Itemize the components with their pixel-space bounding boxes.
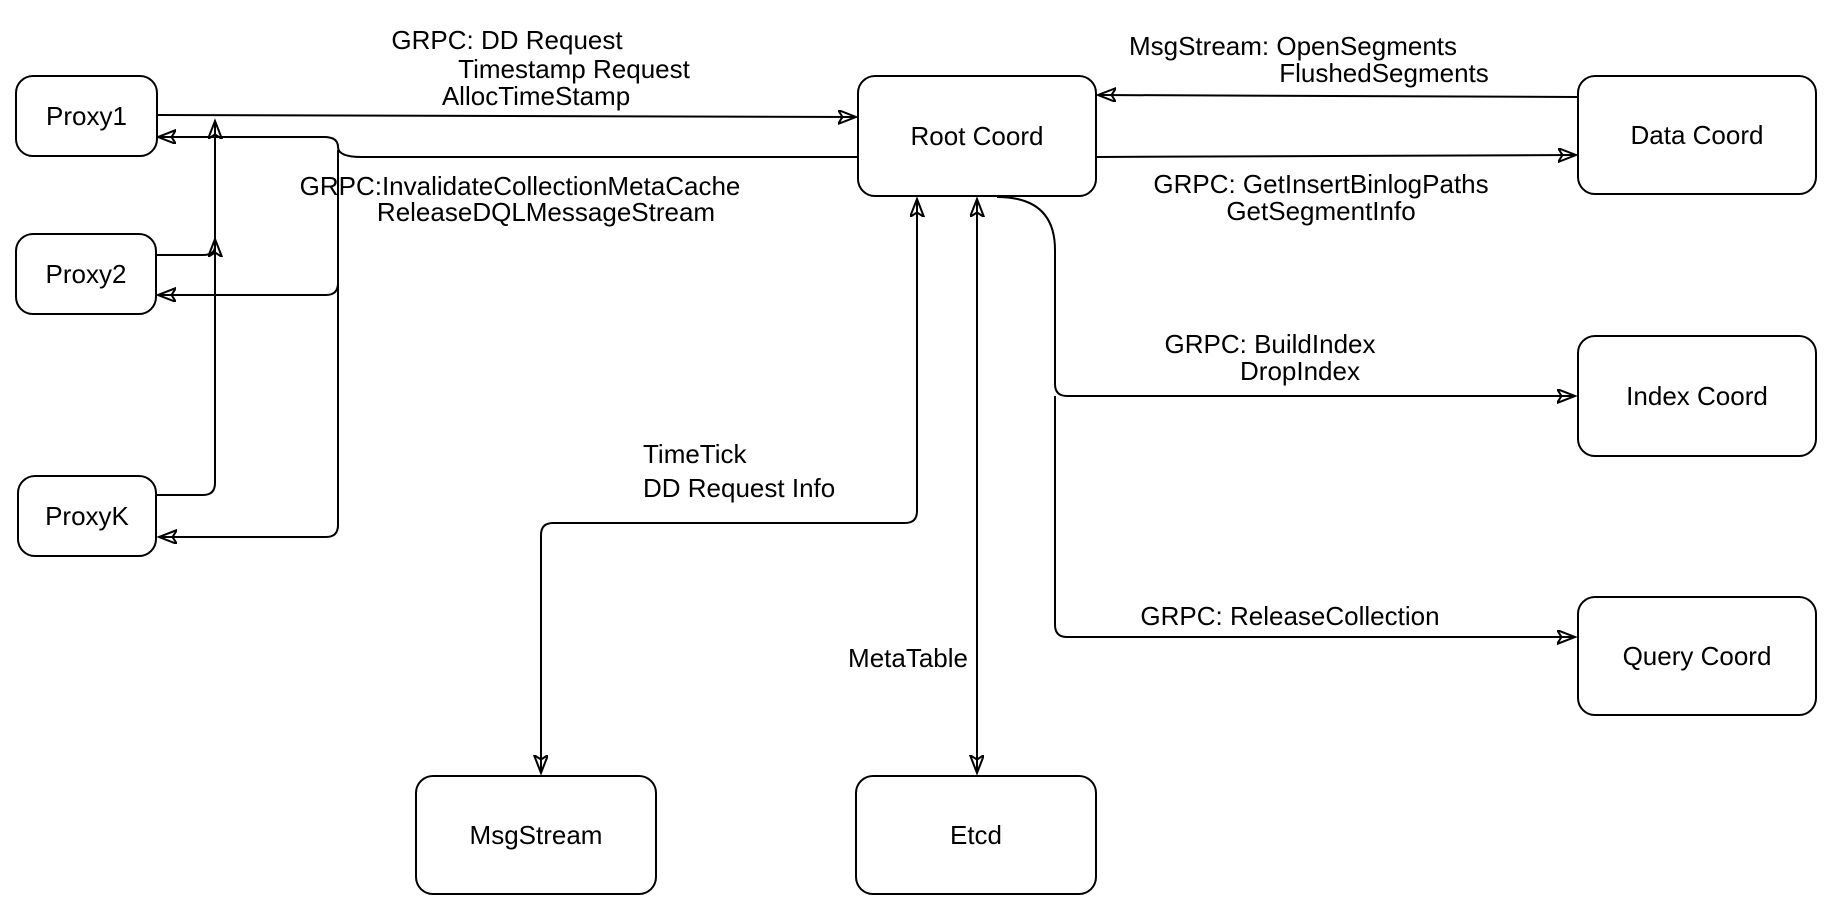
proxy-to-root-label-line-3: AllocTimeStamp — [441, 81, 631, 111]
node-query-coord: Query Coord — [1577, 596, 1817, 716]
root-to-querycoord-label-line-1: GRPC: ReleaseCollection — [1140, 601, 1440, 631]
edge-root-coord-to-proxy2 — [159, 282, 339, 295]
node-label: ProxyK — [45, 500, 129, 531]
node-etcd: Etcd — [855, 775, 1097, 895]
node-proxy2: Proxy2 — [15, 233, 157, 315]
edge-root-coord-to-msgstream — [541, 200, 917, 772]
edge-proxy2-merge-rail — [157, 240, 215, 255]
root-to-datacoord-label-line-2: GetSegmentInfo — [1226, 196, 1416, 226]
node-label: MsgStream — [469, 819, 603, 850]
edge-root-coord-to-index-coord — [996, 196, 1574, 396]
root-to-msgstream-label-line-1: TimeTick — [643, 439, 747, 469]
datacoord-to-root-label-line-1: MsgStream: OpenSegments — [1128, 31, 1458, 61]
root-to-indexcoord-label-line-2: DropIndex — [1240, 356, 1360, 386]
root-to-proxies-label-line-1: GRPC:InvalidateCollectionMetaCache — [299, 171, 741, 201]
node-label: Data Coord — [1630, 119, 1764, 150]
node-label: Etcd — [949, 819, 1003, 850]
node-data-coord: Data Coord — [1577, 75, 1817, 195]
edge-root-coord-to-proxyk — [160, 150, 339, 537]
root-to-datacoord-label-line-1: GRPC: GetInsertBinlogPaths — [1153, 169, 1489, 199]
root-to-proxies-label-line-2: ReleaseDQLMessageStream — [376, 197, 716, 227]
node-proxy1: Proxy1 — [15, 75, 158, 157]
node-label: Proxy1 — [46, 100, 127, 131]
edge-root-coord-to-query-coord — [1054, 396, 1574, 637]
root-to-indexcoord-label-line-1: GRPC: BuildIndex — [1164, 329, 1376, 359]
node-label: Query Coord — [1622, 640, 1772, 671]
node-root-coord: Root Coord — [857, 75, 1097, 197]
edge-root-coord-to-data-coord — [1096, 155, 1575, 157]
edge-root-coord-to-proxy1 — [159, 137, 857, 158]
edge-proxy1-to-root-coord — [157, 115, 855, 117]
node-label: Index Coord — [1626, 380, 1768, 411]
edge-data-coord-to-root-coord — [1099, 95, 1578, 97]
proxy-to-root-label-line-2: Timestamp Request — [458, 54, 690, 84]
node-label: Root Coord — [910, 120, 1044, 151]
node-proxyk: ProxyK — [17, 475, 157, 557]
root-to-etcd-label-line-1: MetaTable — [848, 643, 968, 673]
edge-proxyk-merge-rail — [157, 122, 215, 496]
proxy-to-root-label-line-1: GRPC: DD Request — [391, 25, 623, 55]
root-to-msgstream-label-line-2: DD Request Info — [643, 473, 836, 503]
node-index-coord: Index Coord — [1577, 335, 1817, 457]
datacoord-to-root-label-line-2: FlushedSegments — [1279, 58, 1489, 88]
node-msgstream: MsgStream — [415, 775, 657, 895]
node-label: Proxy2 — [45, 258, 127, 289]
